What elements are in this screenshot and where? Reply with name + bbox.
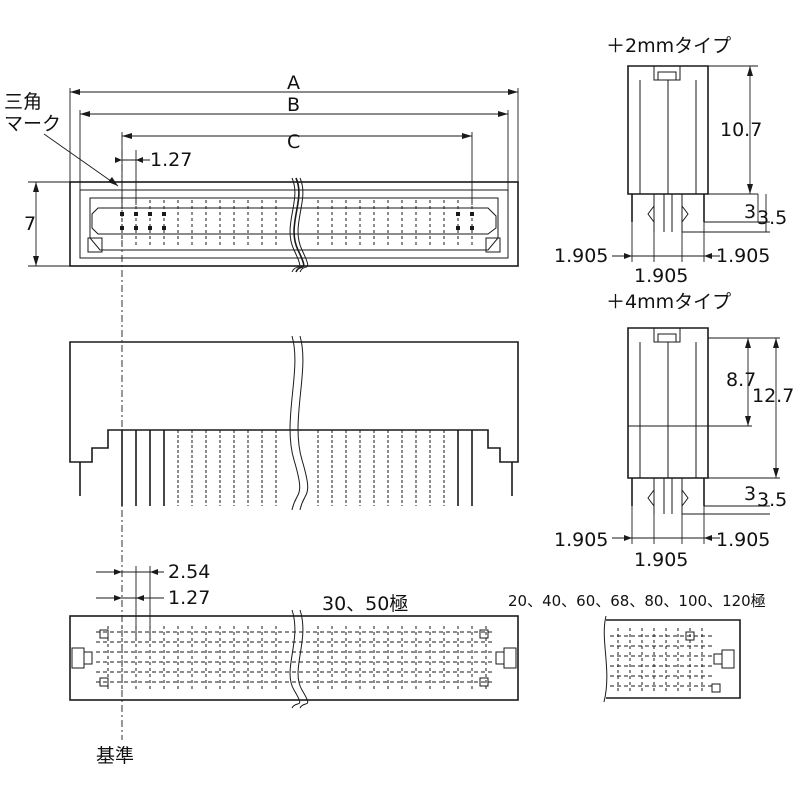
contact-dot bbox=[148, 212, 152, 216]
pitch-254-label: 2.54 bbox=[168, 561, 210, 583]
h-3-5-b-label: 3.5 bbox=[757, 489, 787, 511]
pitch-1905-center-b-label: 1.905 bbox=[634, 549, 688, 571]
partial-pin-grid bbox=[610, 628, 721, 694]
reference-label: 基準 bbox=[96, 745, 134, 767]
bottom-view bbox=[69, 566, 519, 709]
profile-2mm bbox=[612, 65, 770, 262]
corner-square bbox=[99, 677, 109, 687]
contact-dot bbox=[456, 212, 460, 216]
top-dimensions bbox=[28, 88, 519, 267]
poles-other-label: 20、40、60、68、80、100、120極 bbox=[508, 592, 766, 610]
top-view bbox=[69, 177, 519, 273]
contact-dot bbox=[456, 226, 460, 230]
height-7-label: 7 bbox=[24, 213, 36, 235]
pitch-bottom-label: 1.27 bbox=[168, 587, 210, 609]
contact-dot bbox=[148, 226, 152, 230]
corner-square bbox=[99, 629, 109, 639]
contact-dot bbox=[470, 226, 474, 230]
h-10-7-label: 10.7 bbox=[720, 119, 762, 141]
corner-square bbox=[685, 631, 695, 641]
partial-bottom-view bbox=[603, 615, 741, 703]
bottom-pin-grid bbox=[96, 626, 492, 690]
pitch-1905-right-b-label: 1.905 bbox=[716, 529, 770, 551]
contact-dot bbox=[162, 226, 166, 230]
h-3-b-label: 3 bbox=[744, 483, 756, 505]
triangle-mark-label-line1: 三角 bbox=[4, 91, 42, 113]
top-contact-rows bbox=[120, 200, 474, 248]
h-3-a-label: 3 bbox=[744, 201, 756, 223]
corner-square bbox=[479, 629, 489, 639]
contact-dot bbox=[470, 212, 474, 216]
pitch-1905-center-a-label: 1.905 bbox=[634, 265, 688, 287]
pitch-1905-right-a-label: 1.905 bbox=[716, 245, 770, 267]
triangle-mark-label-line2: マーク bbox=[4, 113, 61, 135]
contact-dot bbox=[162, 212, 166, 216]
dim-a-label: A bbox=[287, 72, 300, 94]
pitch-1905-left-a-label: 1.905 bbox=[554, 245, 608, 267]
corner-square bbox=[711, 683, 721, 693]
dim-b-label: B bbox=[287, 94, 300, 116]
profile-4mm bbox=[612, 327, 780, 544]
type-4mm-label: ＋4mmタイプ bbox=[606, 291, 731, 313]
h-8-7-label: 8.7 bbox=[726, 369, 756, 391]
type-2mm-label: ＋2mmタイプ bbox=[606, 35, 731, 57]
dim-c-label: C bbox=[287, 131, 300, 153]
corner-square bbox=[479, 677, 489, 687]
pitch-1905-left-b-label: 1.905 bbox=[554, 529, 608, 551]
side-pin-rows bbox=[121, 430, 473, 506]
h-12-7-label: 12.7 bbox=[752, 385, 794, 407]
contact-dot bbox=[134, 226, 138, 230]
contact-dot bbox=[134, 212, 138, 216]
h-3-5-a-label: 3.5 bbox=[757, 207, 787, 229]
side-view bbox=[69, 335, 519, 511]
poles-30-50-label: 30、50極 bbox=[322, 593, 408, 615]
pitch-top-label: 1.27 bbox=[150, 149, 192, 171]
